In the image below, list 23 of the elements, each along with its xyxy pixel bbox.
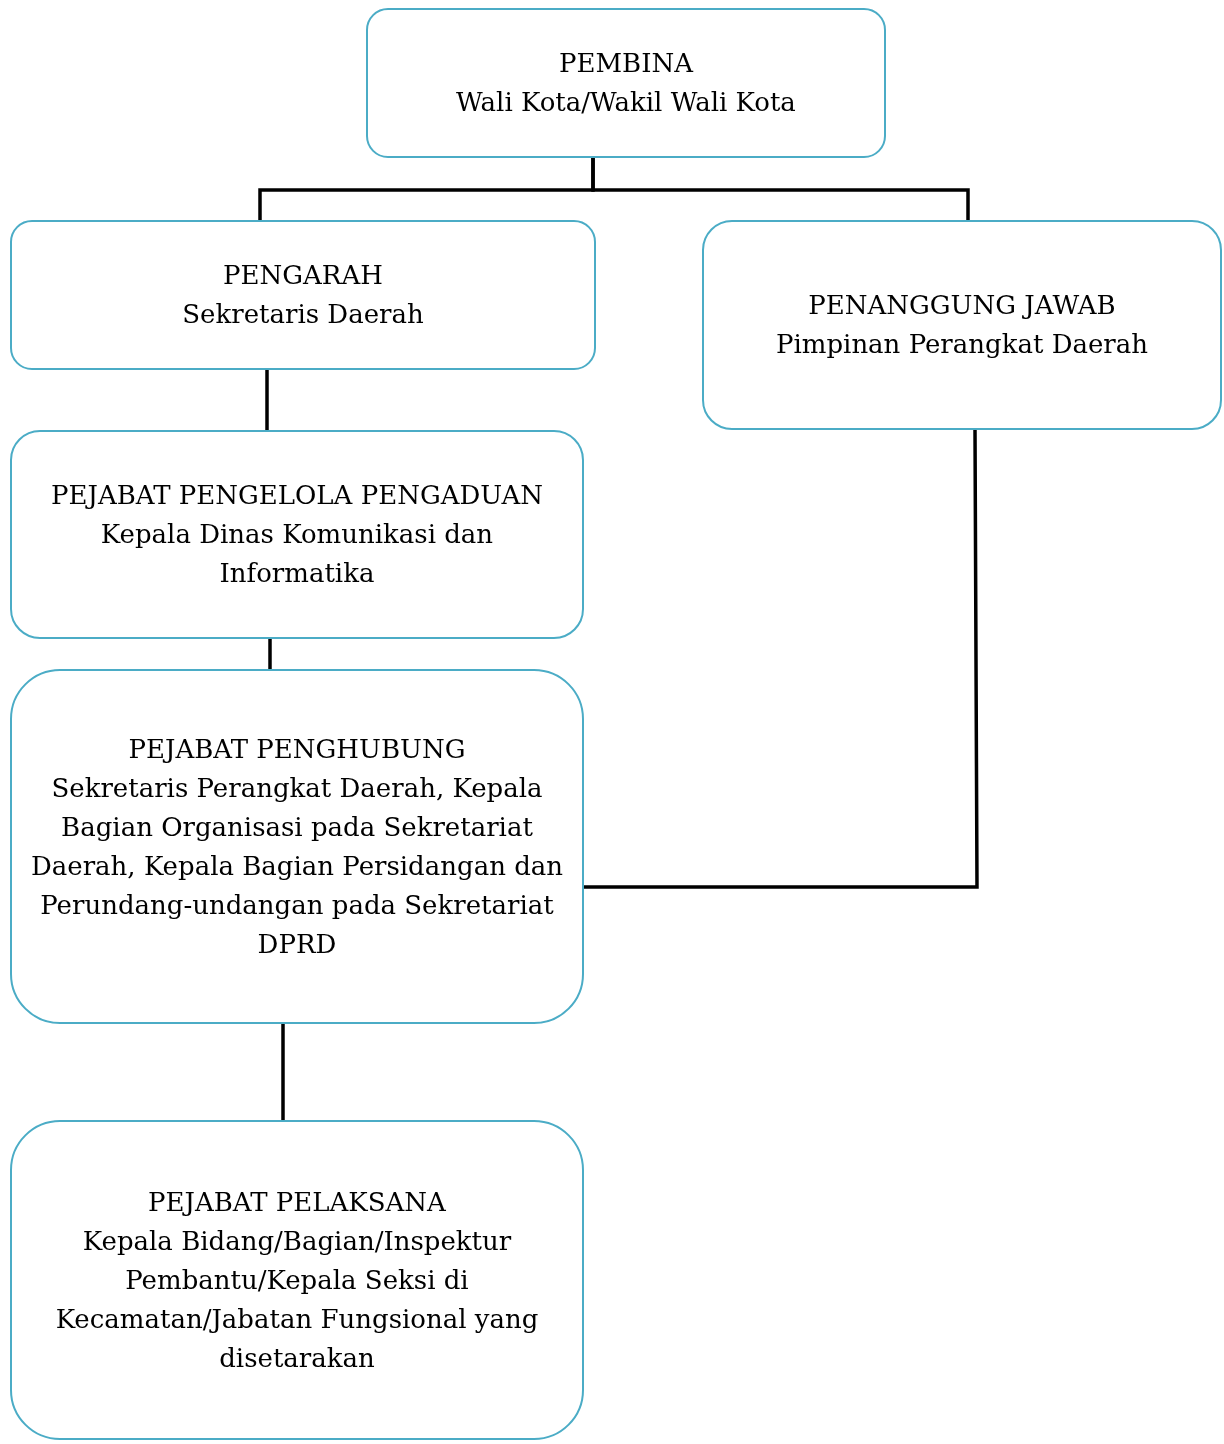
org-box	[10, 220, 596, 370]
org-box	[10, 669, 584, 1024]
role-title: PENANGGUNG JAWAB	[808, 289, 1116, 322]
role-holder: Kepala Bidang/Bagian/Inspektur Pembantu/Kepala Seksi di Kecamatan/Jabatan Fungsional yang disetarakan	[54, 1224, 540, 1375]
role-title: PEJABAT PENGELOLA PENGADUAN	[51, 479, 543, 512]
connector-line	[281, 1024, 285, 1120]
role-holder: Sekretaris Perangkat Daerah, Kepala Bagian Organisasi pada Sekretariat Daerah, Kepala Bagian Persidangan dan Perundang-undangan pada Sekretariat DPRD	[29, 771, 565, 961]
role-title: PENGARAH	[223, 259, 383, 292]
org-box	[10, 430, 584, 639]
connector-line	[584, 430, 979, 889]
role-holder: Sekretaris Daerah	[182, 298, 424, 331]
org-box	[10, 1120, 584, 1440]
role-holder: Kepala Dinas Komunikasi dan Informatika	[99, 518, 495, 590]
role-title: PEMBINA	[559, 47, 693, 80]
role-holder: Wali Kota/Wakil Wali Kota	[456, 86, 796, 119]
connector-line	[268, 639, 272, 669]
org-box	[702, 220, 1222, 430]
connector-line	[265, 370, 269, 430]
org-box	[366, 8, 886, 158]
role-title: PEJABAT PENGHUBUNG	[128, 732, 466, 766]
connector-line	[591, 158, 970, 220]
role-holder: Pimpinan Perangkat Daerah	[775, 328, 1149, 361]
role-title: PEJABAT PELAKSANA	[148, 1185, 446, 1219]
